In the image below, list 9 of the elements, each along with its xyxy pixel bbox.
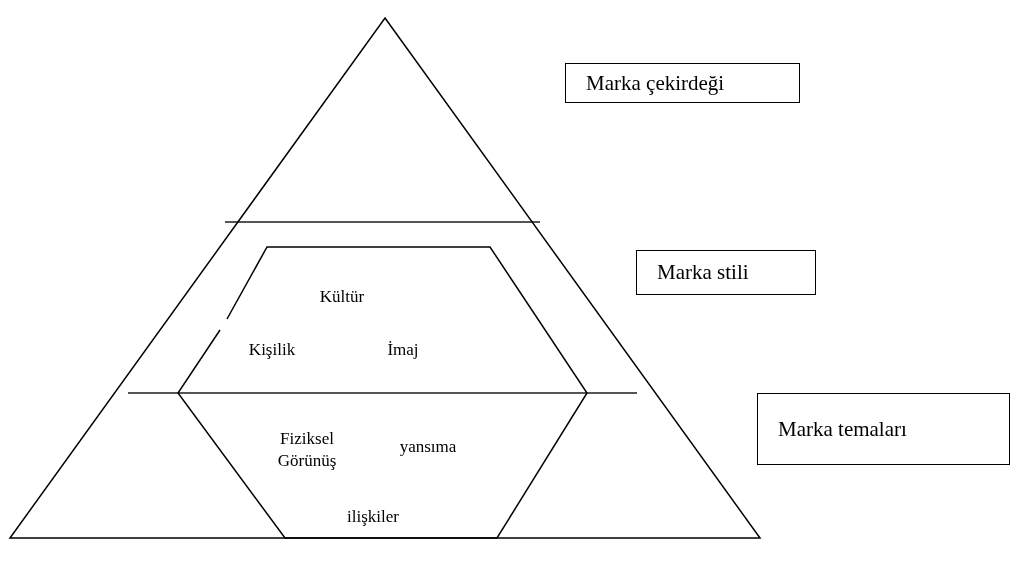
label-box: Marka temaları <box>757 393 1010 465</box>
attribute-label: yansıma <box>399 436 457 458</box>
label-box: Marka stili <box>636 250 816 295</box>
attribute-label: Kişilik <box>248 339 296 361</box>
attribute-label: ilişkiler <box>347 506 399 528</box>
attribute-label: İmaj <box>387 339 419 361</box>
attribute-label: Fiziksel Görünüş <box>276 428 338 472</box>
label-box: Marka çekirdeği <box>565 63 800 103</box>
attribute-label: Kültür <box>319 286 365 308</box>
